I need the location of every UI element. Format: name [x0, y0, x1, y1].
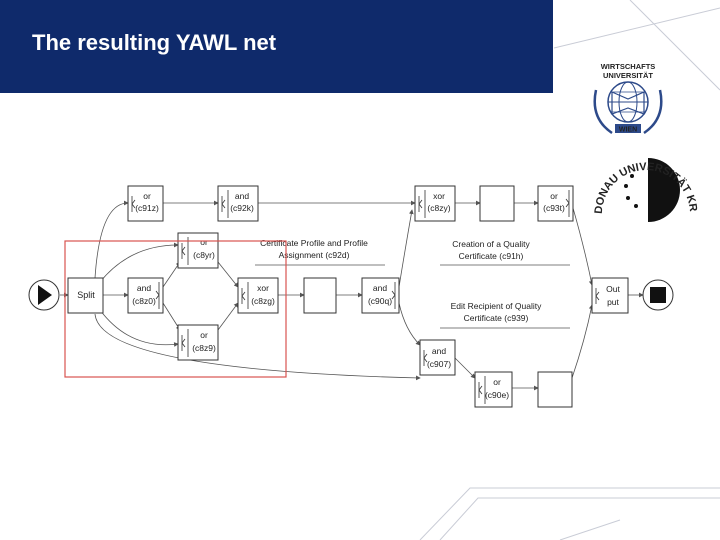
task-c939 — [537, 371, 573, 408]
task-xor-c8zg: xor (c8zg) — [237, 277, 279, 314]
task-and-c8z0-type: and — [137, 283, 151, 293]
slide-title: The resulting YAWL net — [32, 30, 277, 55]
task-or-c8yr-id: (c8yr) — [193, 250, 215, 260]
task-or-c8yr: or (c8yr) — [177, 232, 219, 269]
donau-logo: DONAU UNIVERSITÄT KREMS — [0, 0, 699, 222]
label-creation: Creation of a Quality Certificate (c91h) — [452, 239, 530, 261]
task-c91h — [479, 185, 515, 222]
net-edges — [60, 200, 644, 391]
task-xor-c8zy-type: xor — [433, 191, 445, 201]
task-or-c93t: or (c93t) — [537, 185, 574, 222]
label-cert-profile-line2: Assignment (c92d) — [279, 250, 350, 260]
task-or-c91z-type: or — [143, 191, 151, 201]
wu-logo: WIRTSCHAFTS UNIVERSITÄT WIEN — [593, 62, 663, 135]
label-creation-line2: Certificate (c91h) — [459, 251, 524, 261]
wu-logo-banner: WIEN — [619, 127, 637, 134]
task-output-line2: put — [607, 297, 619, 307]
task-or-c90e: or (c90e) — [474, 371, 513, 408]
task-xor-c8zg-type: xor — [257, 283, 269, 293]
task-or-c90e-type: or — [493, 377, 501, 387]
task-output-line1: Out — [606, 284, 620, 294]
task-or-c90e-id: (c90e) — [485, 390, 509, 400]
task-and-c90q-id: (c90q) — [368, 296, 392, 306]
task-split-label: Split — [77, 290, 95, 300]
task-and-c90q: and (c90q) — [361, 277, 400, 314]
highlight-box — [64, 240, 287, 378]
task-or-c8z9-type: or — [200, 330, 208, 340]
task-c92d — [303, 277, 337, 314]
task-and-c907: and (c907) — [419, 339, 456, 376]
task-xor-c8zg-id: (c8zg) — [251, 296, 275, 306]
task-or-c8yr-type: or — [200, 237, 208, 247]
input-condition — [28, 279, 60, 311]
wu-logo-line2: UNIVERSITÄT — [603, 71, 653, 80]
task-and-c8z0-id: (c8z0) — [132, 296, 156, 306]
task-or-c93t-type: or — [550, 191, 558, 201]
label-cert-profile-line1: Certificate Profile and Profile — [260, 238, 368, 248]
task-split: Split — [67, 277, 104, 314]
label-edit-recipient: Edit Recipient of Quality Certificate (c… — [451, 301, 542, 323]
task-or-c93t-id: (c93t) — [543, 203, 565, 213]
task-or-c91z-id: (c91z) — [135, 203, 159, 213]
label-creation-line1: Creation of a Quality — [452, 239, 530, 249]
label-edit-recipient-line1: Edit Recipient of Quality — [451, 301, 542, 311]
task-or-c8z9-id: (c8z9) — [192, 343, 216, 353]
task-or-c91z: or (c91z) — [127, 185, 164, 222]
task-and-c8z0: and (c8z0) — [127, 277, 164, 314]
task-output: Out put — [591, 277, 629, 314]
label-cert-profile: Certificate Profile and Profile Assignme… — [260, 238, 368, 260]
header-bar — [0, 0, 553, 93]
task-and-c92k: and (c92k) — [217, 185, 259, 222]
task-and-c90q-type: and — [373, 283, 387, 293]
task-and-c907-id: (c907) — [427, 359, 451, 369]
output-condition — [642, 279, 674, 311]
task-and-c92k-id: (c92k) — [230, 203, 254, 213]
task-or-c8z9: or (c8z9) — [177, 324, 219, 361]
task-xor-c8zy: xor (c8zy) — [414, 185, 456, 222]
decorative-lines — [419, 0, 720, 540]
wu-logo-line1: WIRTSCHAFTS — [601, 62, 656, 71]
label-edit-recipient-line2: Certificate (c939) — [464, 313, 529, 323]
task-xor-c8zy-id: (c8zy) — [427, 203, 450, 213]
task-and-c907-type: and — [432, 346, 446, 356]
task-and-c92k-type: and — [235, 191, 249, 201]
